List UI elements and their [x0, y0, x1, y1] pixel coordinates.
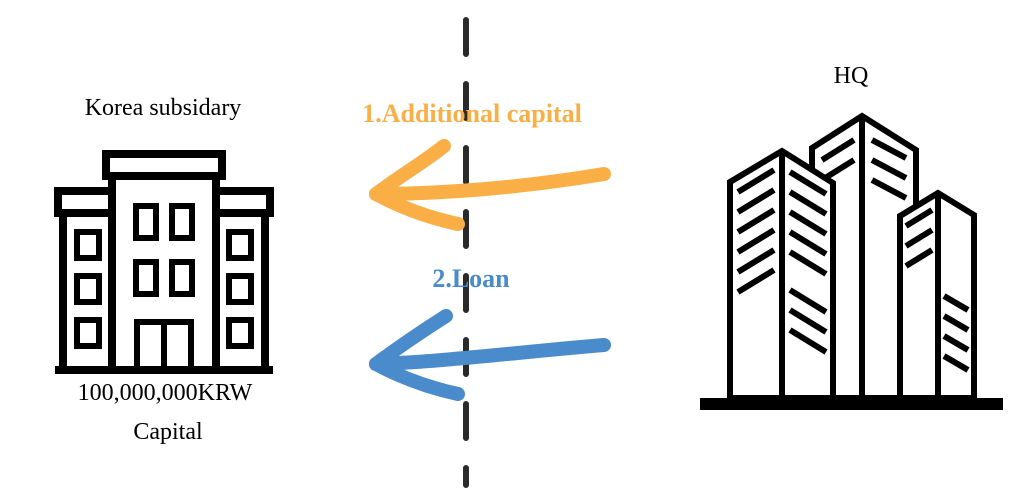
right-tower [897, 189, 977, 401]
subsidiary-capital-label: Capital [133, 419, 203, 445]
skyscrapers-icon [700, 112, 1003, 410]
flow-label-loan: 2.Loan [432, 264, 510, 293]
left-tower [727, 147, 836, 401]
ground-bar [700, 398, 1003, 410]
flow-arrow-additional-capital [369, 139, 611, 231]
subsidiary-label: Korea subsidary [85, 95, 242, 121]
center-tower [809, 112, 919, 401]
office-building-icon [54, 150, 274, 374]
hq-label: HQ [834, 63, 869, 89]
flow-arrow-loan [369, 309, 611, 401]
subsidiary-capital-amount: 100,000,000KRW [78, 380, 253, 406]
flow-label-additional-capital: 1.Additional capital [362, 99, 582, 128]
